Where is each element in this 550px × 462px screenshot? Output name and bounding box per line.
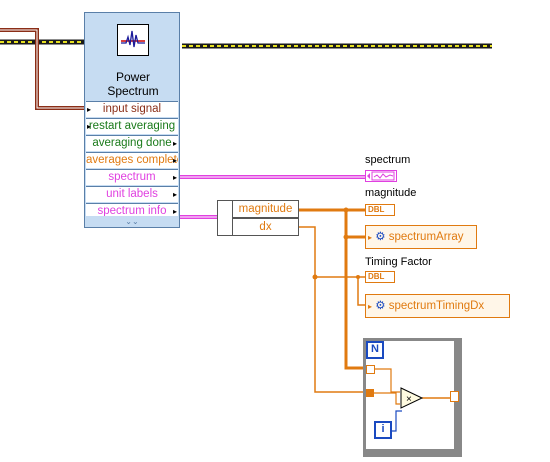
input-arrow-icon: ▸ xyxy=(368,233,373,242)
unbundle-by-name[interactable]: magnitude dx xyxy=(217,200,299,236)
dbl-type-text: DBL xyxy=(368,272,385,281)
expand-handle[interactable]: ⌄⌄ xyxy=(86,216,178,227)
title-line-1: Power xyxy=(115,70,150,84)
terminal-spectrum[interactable]: spectrum ▸ xyxy=(86,169,178,185)
terminal-label: input signal xyxy=(102,103,162,115)
node-class-icon: ⚙ xyxy=(375,300,386,312)
unbundle-item-dx[interactable]: dx xyxy=(232,218,299,236)
unbundle-item-magnitude[interactable]: magnitude xyxy=(232,200,299,218)
output-arrow-icon: ▸ xyxy=(172,207,177,216)
terminal-label: restart averaging xyxy=(88,120,176,132)
spectrum-plot-icon xyxy=(117,24,149,56)
loop-iteration-terminal: i xyxy=(374,421,392,439)
output-arrow-icon: ▸ xyxy=(172,190,177,199)
input-arrow-icon: ▸ xyxy=(87,105,92,114)
terminal-label: spectrum info xyxy=(97,205,167,217)
spectrum-timing-dx-property-node[interactable]: ▸ ⚙ spectrumTimingDx xyxy=(365,294,510,318)
output-tunnel[interactable] xyxy=(450,391,459,402)
timing-factor-dbl-terminal[interactable]: DBL xyxy=(365,271,395,283)
terminal-averaging-done[interactable]: averaging done ▸ xyxy=(86,135,178,151)
loop-count-terminal[interactable]: N xyxy=(366,341,384,359)
terminal-restart-averaging[interactable]: ▸ restart averaging xyxy=(86,118,178,134)
terminal-input-signal[interactable]: ▸ input signal xyxy=(86,101,178,117)
unbundle-head xyxy=(217,200,233,236)
express-vi-title: Power Spectrum xyxy=(85,70,181,98)
multiply-icon[interactable]: × xyxy=(400,387,424,409)
terminal-label: averages completed xyxy=(86,154,178,166)
property-node-label: spectrumTimingDx xyxy=(388,300,485,312)
dbl-type-text: DBL xyxy=(368,205,385,214)
scalar-tunnel[interactable] xyxy=(366,389,374,397)
svg-text:×: × xyxy=(406,394,412,405)
input-arrow-icon: ▸ xyxy=(87,122,92,131)
timing-factor-label: Timing Factor xyxy=(365,256,432,268)
power-spectrum-express-vi[interactable]: Power Spectrum ▸ input signal ▸ restart … xyxy=(84,12,180,228)
terminal-averages-completed[interactable]: averages completed ▸ xyxy=(86,152,178,168)
input-arrow-icon: ▸ xyxy=(368,302,373,311)
waveform-graph-icon xyxy=(367,171,395,181)
for-loop[interactable]: N i × xyxy=(363,338,462,457)
output-arrow-icon: ▸ xyxy=(172,156,177,165)
spectrum-array-property-node[interactable]: ▸ ⚙ spectrumArray xyxy=(365,225,477,249)
node-class-icon: ⚙ xyxy=(375,231,386,243)
property-node-label: spectrumArray xyxy=(388,231,464,243)
magnitude-dbl-terminal[interactable]: DBL xyxy=(365,204,395,216)
magnitude-wire[interactable] xyxy=(299,208,366,370)
title-line-2: Spectrum xyxy=(107,84,159,98)
magnitude-label: magnitude xyxy=(365,187,417,199)
loop-wires xyxy=(374,368,450,432)
terminal-label: averaging done xyxy=(92,137,172,149)
spectrum-graph-terminal[interactable] xyxy=(365,170,397,182)
terminal-spectrum-info[interactable]: spectrum info ▸ xyxy=(86,203,178,217)
output-arrow-icon: ▸ xyxy=(172,173,177,182)
output-arrow-icon: ▸ xyxy=(172,139,177,148)
terminal-unit-labels[interactable]: unit labels ▸ xyxy=(86,186,178,202)
terminal-label: spectrum xyxy=(108,171,156,183)
terminal-label: unit labels xyxy=(106,188,158,200)
spectrum-label: spectrum xyxy=(365,154,411,166)
